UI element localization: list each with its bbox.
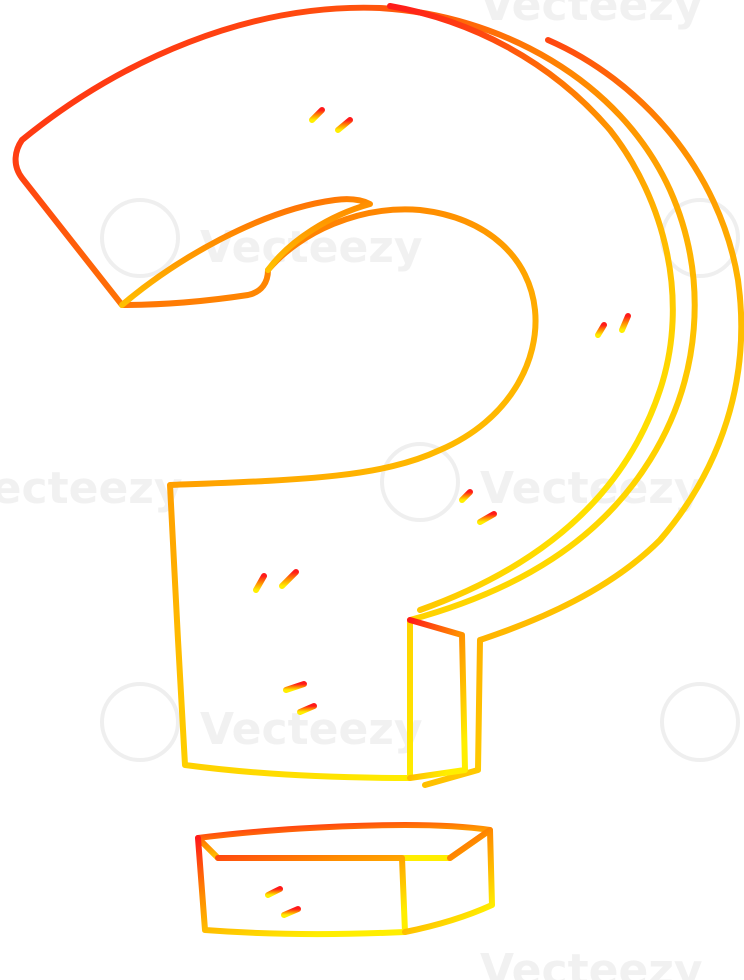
shine-mark [595,322,607,338]
watermark-logo-1 [100,198,180,278]
shine-mark [309,107,325,123]
hook-depth-edge [422,37,744,788]
shine-mark [253,573,267,593]
stem-depth-edge [407,617,468,781]
shine-marks [253,107,631,918]
shine-mark [281,906,301,918]
shine-mark [335,117,353,133]
dot-side-face [402,827,495,935]
dot-front-face [195,835,408,938]
shine-mark [279,569,299,589]
watermark-text-5: Vecteezy [480,945,703,980]
hook-inner-curve [387,3,676,613]
watermark-logo-4 [660,682,740,762]
shine-mark [459,489,473,503]
question-mark-drawing [12,3,744,938]
watermark-logo-2 [380,442,460,522]
shine-mark [477,511,497,525]
hook-tip-inner [119,196,373,308]
dot-top-face [195,822,493,861]
hook-outer-contour [12,4,698,781]
watermark-text-4: Vecteezy [200,704,423,755]
watermark-text-2: Vecteezy [0,463,183,514]
shine-mark [283,681,307,693]
watermark-logo-3 [100,682,180,762]
shine-mark [297,703,317,715]
watermark-text-top: Vecteezy [480,0,703,31]
shine-mark [619,313,631,333]
shine-mark [265,886,283,898]
